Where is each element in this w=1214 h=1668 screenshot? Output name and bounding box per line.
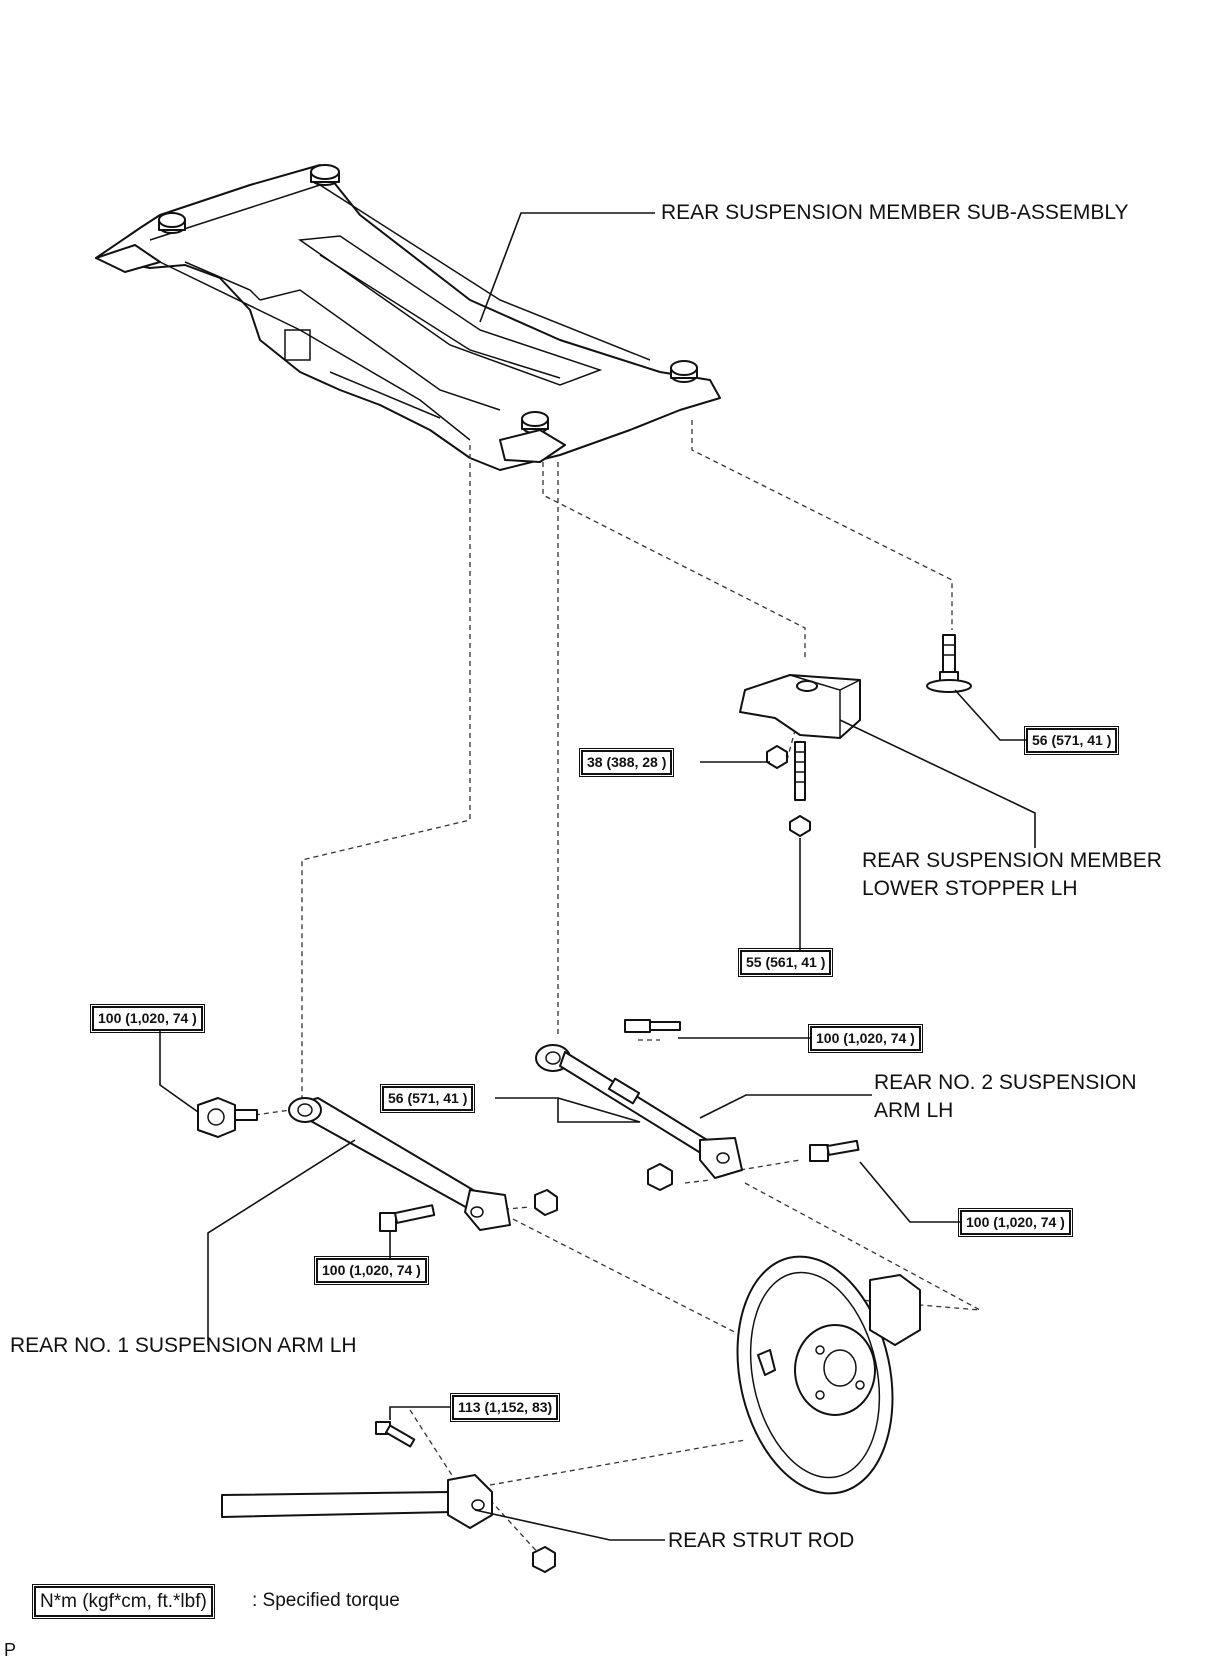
label-rear-suspension-member: REAR SUSPENSION MEMBER SUB-ASSEMBLY xyxy=(661,201,1129,224)
torque-box-strut-rod: 113 (1,152, 83) xyxy=(449,1393,561,1422)
torque-box-no2-arm-rear: 100 (1,020, 74 ) xyxy=(958,1208,1073,1237)
torque-box-no1-arm-front: 100 (1,020, 74 ) xyxy=(90,1004,205,1033)
no2-arm-drawing xyxy=(535,1019,860,1191)
torque-box-no1-arm-rear: 100 (1,020, 74 ) xyxy=(314,1256,429,1285)
label-lower-stopper-line1: REAR SUSPENSION MEMBER xyxy=(862,849,1162,872)
brake-hub-drawing xyxy=(736,1255,921,1495)
legend-torque-units: N*m (kgf*cm, ft.*lbf) xyxy=(32,1584,215,1619)
torque-box-stopper-nut-lower: 55 (561, 41 ) xyxy=(737,948,834,977)
legend-description: : Specified torque xyxy=(252,1590,400,1611)
corner-code: P xyxy=(4,1640,17,1660)
strut-rod-drawing xyxy=(221,1421,556,1573)
torque-box-no2-arm-front: 100 (1,020, 74 ) xyxy=(808,1024,923,1053)
torque-box-stopper-nut-upper: 38 (388, 28 ) xyxy=(578,748,675,777)
alignment-lines xyxy=(254,420,981,1556)
member-bolt-drawing xyxy=(926,634,972,693)
lower-stopper-drawing xyxy=(739,674,861,837)
label-lower-stopper-line2: LOWER STOPPER LH xyxy=(862,877,1078,900)
label-strut-rod: REAR STRUT ROD xyxy=(668,1529,855,1552)
torque-box-member-bolt: 56 (571, 41 ) xyxy=(1023,726,1120,755)
no1-arm-drawing xyxy=(197,1097,558,1232)
label-no2-arm-line2: ARM LH xyxy=(874,1099,954,1122)
rear-suspension-member-drawing xyxy=(95,164,721,471)
label-no2-arm-line1: REAR NO. 2 SUSPENSION xyxy=(874,1071,1137,1094)
leader-lines xyxy=(159,212,1036,1541)
torque-box-no2-arm-adjuster: 56 (571, 41 ) xyxy=(379,1084,476,1113)
label-no1-arm: REAR NO. 1 SUSPENSION ARM LH xyxy=(10,1334,357,1357)
